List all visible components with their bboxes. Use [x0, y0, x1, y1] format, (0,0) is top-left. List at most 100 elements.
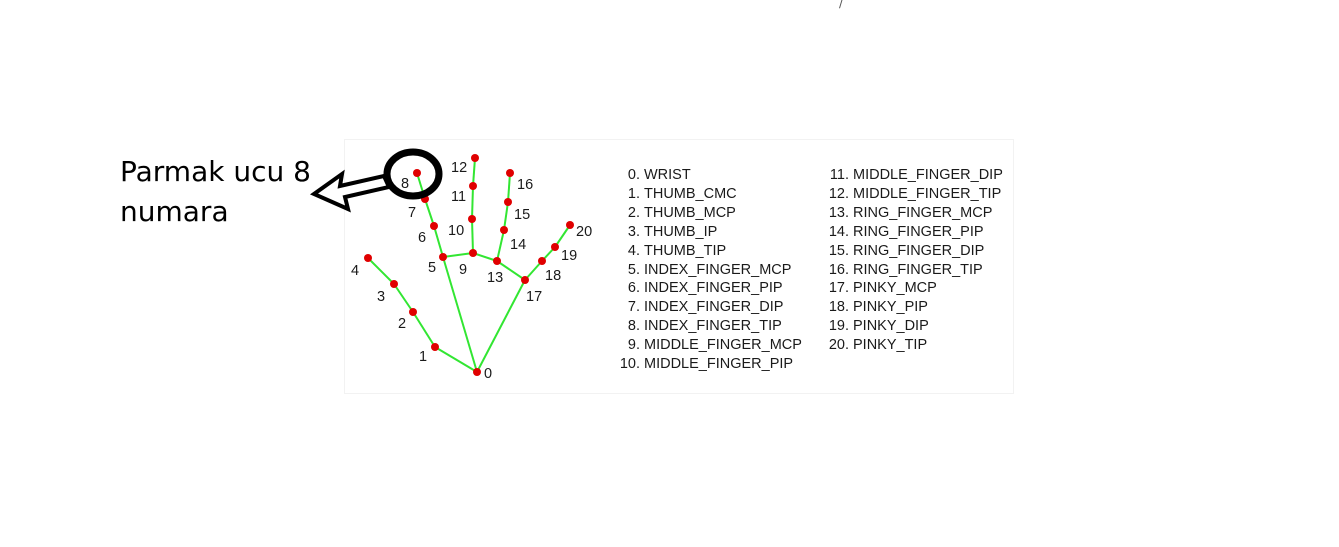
legend-number: 14. [828, 223, 849, 240]
landmark-number-3: 3 [377, 289, 385, 305]
legend-item-19: 19.PINKY_DIP [821, 317, 1003, 336]
legend-label: THUMB_CMC [644, 185, 737, 202]
landmark-number-7: 7 [408, 205, 416, 221]
legend-label: INDEX_FINGER_DIP [644, 299, 784, 316]
landmark-number-10: 10 [448, 223, 464, 239]
legend-label: INDEX_FINGER_MCP [644, 261, 792, 278]
legend-item-17: 17.PINKY_MCP [821, 279, 1003, 298]
hand-landmark-figure [345, 140, 1013, 393]
left-arrow-icon [309, 169, 392, 213]
legend-item-10: 10.MIDDLE_FINGER_PIP [612, 355, 802, 374]
landmark-point-8 [413, 169, 421, 177]
landmark-number-15: 15 [514, 207, 530, 223]
landmark-point-2 [409, 308, 417, 316]
legend-item-2: 2.THUMB_MCP [612, 204, 802, 223]
bone-5-9 [442, 252, 474, 258]
landmark-number-9: 9 [459, 262, 467, 278]
legend-number: 12. [828, 185, 849, 202]
bone-2-3 [393, 283, 414, 313]
landmark-number-4: 4 [351, 263, 359, 279]
landmark-point-14 [500, 226, 508, 234]
legend-label: MIDDLE_FINGER_MCP [644, 337, 802, 354]
landmark-point-13 [493, 257, 501, 265]
legend-label: MIDDLE_FINGER_TIP [853, 185, 1002, 202]
bone-19-20 [554, 224, 571, 248]
legend-number: 18. [828, 299, 849, 316]
landmark-point-18 [538, 257, 546, 265]
legend-number: 19. [828, 318, 849, 335]
legend-item-18: 18.PINKY_PIP [821, 298, 1003, 317]
bone-6-7 [424, 198, 435, 227]
legend-number: 8. [627, 318, 640, 335]
landmark-number-14: 14 [510, 237, 526, 253]
legend-label: WRIST [644, 167, 691, 183]
landmark-point-6 [430, 222, 438, 230]
legend-label: RING_FINGER_TIP [853, 261, 983, 278]
caption-line-2: numara [120, 195, 229, 228]
legend-number: 1. [627, 185, 640, 202]
legend-item-13: 13.RING_FINGER_MCP [821, 204, 1003, 223]
landmark-number-18: 18 [545, 268, 561, 284]
landmark-point-9 [469, 249, 477, 257]
landmark-point-4 [364, 254, 372, 262]
landmark-number-5: 5 [428, 260, 436, 276]
landmark-number-8: 8 [401, 176, 409, 192]
legend-item-12: 12.MIDDLE_FINGER_TIP [821, 185, 1003, 204]
legend-item-20: 20.PINKY_TIP [821, 336, 1003, 355]
legend-label: INDEX_FINGER_PIP [644, 280, 783, 297]
landmark-point-19 [551, 243, 559, 251]
legend-number: 9. [627, 337, 640, 354]
legend-item-6: 6.INDEX_FINGER_PIP [612, 279, 802, 298]
landmark-number-11: 11 [451, 189, 466, 205]
legend-item-11: 11.MIDDLE_FINGER_DIP [821, 166, 1003, 185]
legend-item-14: 14.RING_FINGER_PIP [821, 223, 1003, 242]
legend-label: THUMB_MCP [644, 204, 736, 221]
bone-5-6 [433, 225, 444, 258]
landmark-point-0 [473, 368, 481, 376]
legend-item-9: 9.MIDDLE_FINGER_MCP [612, 336, 802, 355]
bone-10-11 [471, 185, 474, 220]
landmark-number-17: 17 [526, 289, 542, 305]
legend-label: RING_FINGER_DIP [853, 242, 985, 259]
landmark-point-5 [439, 253, 447, 261]
landmark-point-12 [471, 154, 479, 162]
legend-item-16: 16.RING_FINGER_TIP [821, 261, 1003, 280]
bone-15-16 [507, 172, 511, 203]
legend-item-15: 15.RING_FINGER_DIP [821, 242, 1003, 261]
bone-0-17 [476, 279, 526, 373]
legend-item-7: 7.INDEX_FINGER_DIP [612, 298, 802, 317]
legend-number: 17. [828, 280, 849, 297]
landmark-point-17 [521, 276, 529, 284]
legend-label: RING_FINGER_MCP [853, 204, 993, 221]
legend-number: 20. [828, 337, 849, 354]
landmark-number-19: 19 [561, 248, 577, 264]
legend-label: PINKY_DIP [853, 318, 929, 335]
bone-1-2 [412, 311, 436, 348]
landmark-number-16: 16 [517, 177, 533, 193]
legend-number: 11. [829, 167, 849, 183]
top-mark: / [839, 0, 844, 10]
legend-number: 6. [627, 280, 640, 297]
legend-label: PINKY_PIP [853, 299, 928, 316]
legend-item-8: 8.INDEX_FINGER_TIP [612, 317, 802, 336]
bone-0-5 [442, 256, 478, 373]
landmark-point-10 [468, 215, 476, 223]
landmark-number-12: 12 [451, 160, 467, 176]
bone-17-18 [524, 260, 543, 281]
landmark-point-15 [504, 198, 512, 206]
landmark-point-1 [431, 343, 439, 351]
legend-label: THUMB_TIP [644, 242, 727, 259]
bone-connections [367, 157, 571, 373]
legend-number: 4. [627, 242, 640, 259]
landmark-point-20 [566, 221, 574, 229]
legend-label: PINKY_TIP [853, 337, 928, 354]
legend-label: PINKY_MCP [853, 280, 937, 297]
legend-item-3: 3.THUMB_IP [612, 223, 802, 242]
bone-11-12 [472, 157, 476, 187]
legend-label: THUMB_IP [644, 223, 718, 240]
landmark-number-0: 0 [484, 366, 492, 382]
landmark-point-11 [469, 182, 477, 190]
